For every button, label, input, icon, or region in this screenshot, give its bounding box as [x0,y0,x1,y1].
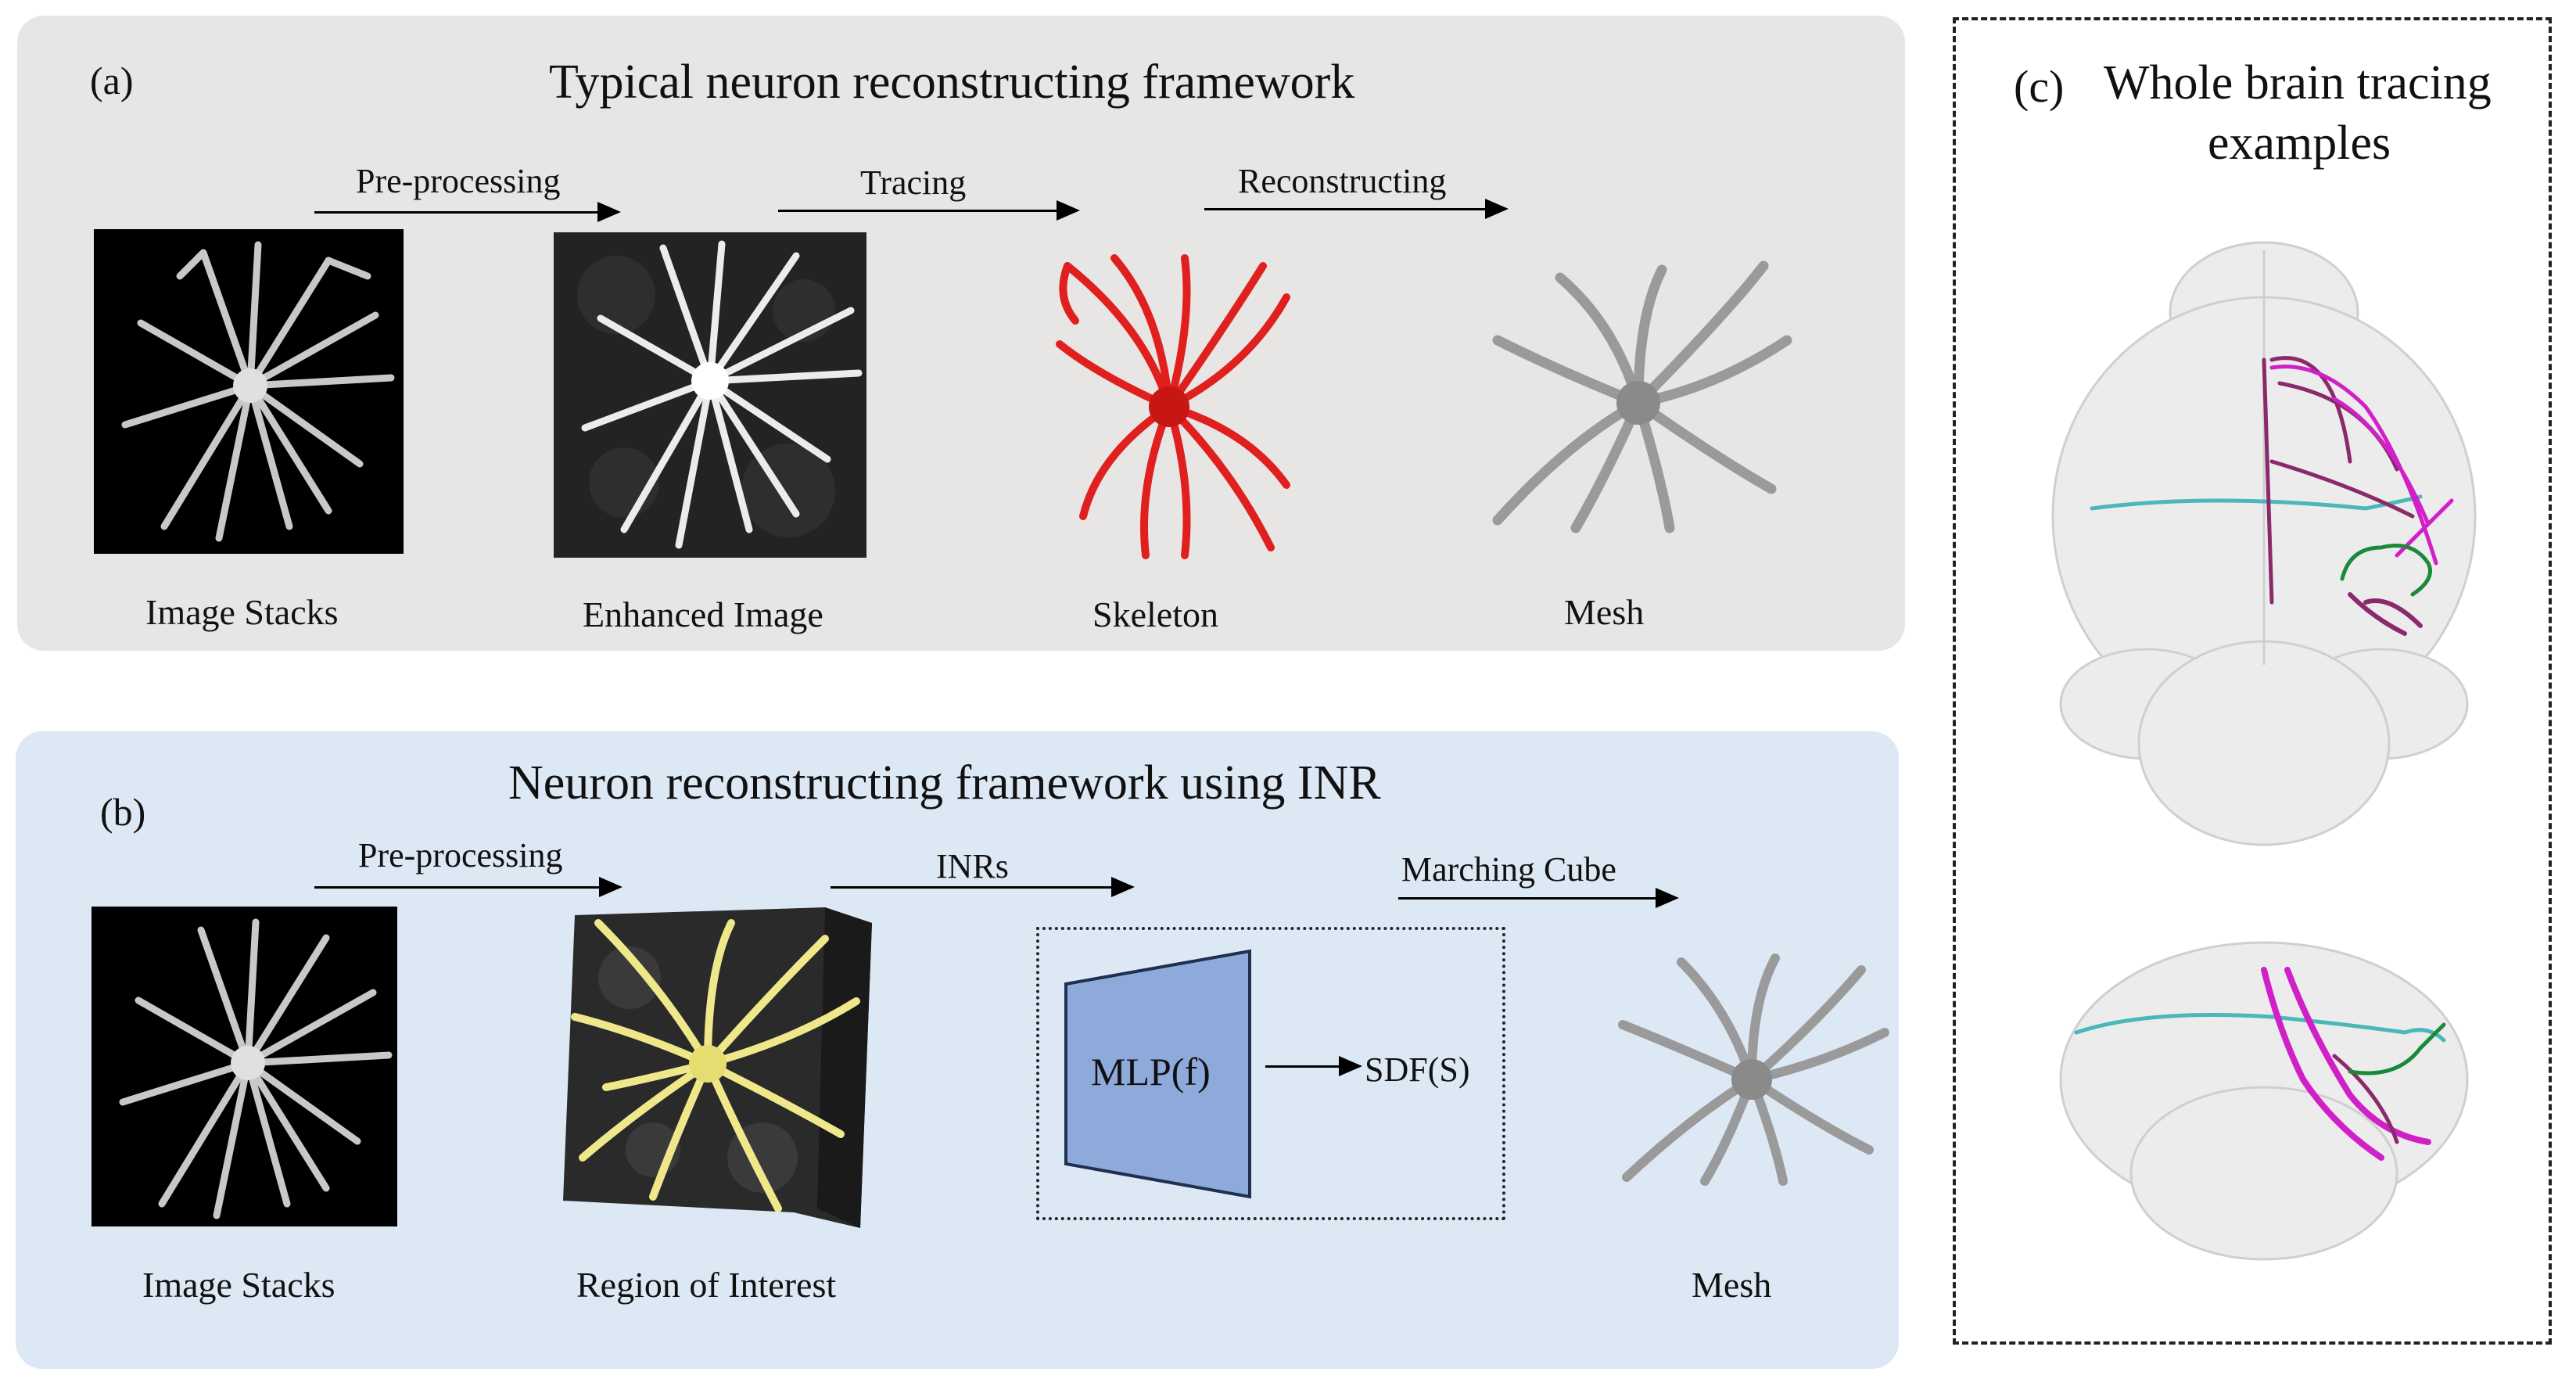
arrow-a-reconstructing [1204,199,1509,219]
mlp-to-sdf-arrowhead [1339,1056,1362,1076]
caption-a-enhanced-image: Enhanced Image [583,594,823,634]
step-b-inrs: INRs [936,847,1009,885]
panel-a-title: Typical neuron reconstructing framework [549,56,1355,109]
caption-b-region-of-interest: Region of Interest [576,1265,837,1305]
arrow-b-inrs [831,877,1135,897]
step-a-preprocessing: Pre-processing [356,162,561,200]
mlp-trapezoid-shape [1064,949,1251,1199]
step-a-tracing: Tracing [860,163,967,202]
panel-c-title-line1: Whole brain tracing [2104,56,2492,110]
panel-b-label: (b) [100,790,146,834]
image-stack-b [91,907,397,1226]
caption-a-image-stacks: Image Stacks [145,592,339,632]
arrow-a-tracing [778,200,1080,221]
panel-c-label: (c) [2014,61,2065,112]
caption-a-skeleton: Skeleton [1092,594,1218,634]
step-b-marching-cube: Marching Cube [1401,850,1616,889]
arrow-b-marching-cube [1398,888,1679,908]
caption-a-mesh: Mesh [1564,592,1645,632]
mlp-to-sdf-arrow [1265,1065,1359,1068]
neuron-enhanced-image [554,232,866,558]
sdf-label: SDF(S) [1365,1050,1470,1089]
neuron-roi-volume [563,907,872,1228]
brain-coronal-view [2059,941,2469,1261]
brain-dorsal-view [2051,241,2477,846]
image-stack-a [94,229,404,554]
caption-b-image-stacks: Image Stacks [142,1265,335,1305]
arrow-b-preprocessing [314,877,622,897]
caption-b-mesh: Mesh [1692,1265,1772,1305]
panel-c-frame [1953,17,2552,1345]
skeleton-render [1052,250,1294,559]
mesh-render-a [1482,254,1795,536]
neuron-mesh-b [1618,953,1889,1186]
enhanced-image [554,232,866,558]
mlp-label: MLP(f) [1091,1050,1211,1094]
panel-b-title: Neuron reconstructing framework using IN… [508,756,1381,810]
panel-c-title-line2: examples [2208,117,2391,170]
region-of-interest-render [559,900,876,1232]
neuron-skeleton [1056,254,1290,559]
panel-a-label: (a) [90,59,134,102]
neuron-gray-image-b [119,918,393,1219]
step-b-preprocessing: Pre-processing [358,836,563,874]
mesh-render-b [1611,946,1893,1189]
inr-network-box [1036,927,1505,1220]
neuron-gray-image-a [121,241,395,542]
arrow-a-preprocessing [314,202,621,222]
step-a-reconstructing: Reconstructing [1238,162,1447,200]
neuron-mesh-a [1492,260,1792,533]
